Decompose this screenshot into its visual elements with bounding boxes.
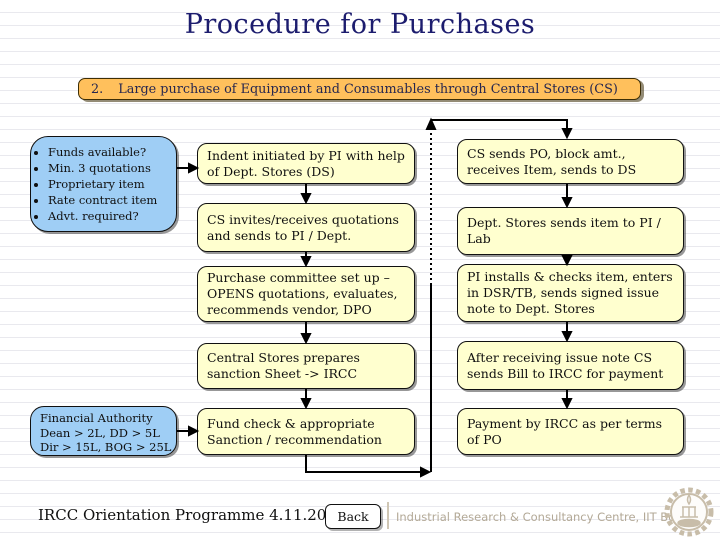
flow-box-pi-installs: PI installs & checks item, enters in DSR… bbox=[457, 264, 684, 322]
flow-box-payment-by-ircc: Payment by IRCC as per terms of PO bbox=[457, 408, 684, 455]
section-heading: Large purchase of Equipment and Consumab… bbox=[118, 81, 618, 97]
checklist: Funds available? Min. 3 quotations Propr… bbox=[31, 145, 176, 224]
checklist-item: Rate contract item bbox=[48, 193, 176, 208]
arrow-right-4 bbox=[561, 398, 573, 410]
page-title: Procedure for Purchases bbox=[184, 9, 536, 40]
financial-authority-box: Financial Authority Dean > 2L, DD > 5L D… bbox=[30, 406, 177, 456]
section-banner: 2. Large purchase of Equipment and Consu… bbox=[78, 78, 641, 100]
checklist-item: Proprietary item bbox=[48, 177, 176, 192]
flow-box-cs-invites-quotations: CS invites/receives quotations and sends… bbox=[197, 203, 415, 252]
arrow-fundcheck-to-riser bbox=[420, 466, 432, 478]
arrow-right-2 bbox=[561, 255, 573, 267]
arrow-mid-2 bbox=[300, 256, 312, 268]
arrow-riser-up bbox=[425, 117, 437, 130]
flow-box-dept-stores-sends: Dept. Stores sends item to PI / Lab bbox=[457, 207, 684, 255]
checklist-item: Advt. required? bbox=[48, 209, 176, 224]
flow-box-cs-sends-po: CS sends PO, block amt., receives Item, … bbox=[457, 139, 684, 184]
flow-box-fund-check: Fund check & appropriate Sanction / reco… bbox=[197, 408, 415, 455]
section-number: 2. bbox=[91, 81, 104, 97]
checklist-item: Funds available? bbox=[48, 145, 176, 160]
back-button[interactable]: Back bbox=[325, 504, 381, 529]
arrow-financial-to-fundcheck bbox=[188, 425, 200, 437]
flow-box-indent-initiated: Indent initiated by PI with help of Dept… bbox=[197, 143, 415, 184]
purchase-checklist-box: Funds available? Min. 3 quotations Propr… bbox=[30, 136, 177, 232]
arrow-right-1 bbox=[561, 197, 573, 209]
financial-authority-line: Dir > 15L, BOG > 25L bbox=[40, 440, 172, 454]
arrow-mid-4 bbox=[300, 398, 312, 410]
flow-box-purchase-committee: Purchase committee set up – OPENS quotat… bbox=[197, 266, 415, 322]
checklist-item: Min. 3 quotations bbox=[48, 161, 176, 176]
arrow-checklist-to-indent bbox=[188, 162, 200, 174]
financial-authority-line: Dean > 2L, DD > 5L bbox=[40, 425, 160, 440]
arrow-mid-1 bbox=[300, 193, 312, 205]
arrow-into-cs-sends-po bbox=[561, 128, 573, 140]
brand-text: Industrial Research & Consultancy Centre… bbox=[396, 510, 708, 524]
brand-separator bbox=[387, 502, 389, 529]
financial-authority-line: Financial Authority bbox=[40, 411, 153, 425]
flow-box-cs-sends-bill: After receiving issue note CS sends Bill… bbox=[457, 341, 684, 390]
iit-bombay-logo-icon bbox=[664, 487, 714, 537]
arrow-right-3 bbox=[561, 331, 573, 343]
footer-caption: IRCC Orientation Programme 4.11.2006 bbox=[38, 506, 346, 524]
arrow-mid-3 bbox=[300, 333, 312, 345]
flow-box-sanction-sheet: Central Stores prepares sanction Sheet -… bbox=[197, 343, 415, 389]
